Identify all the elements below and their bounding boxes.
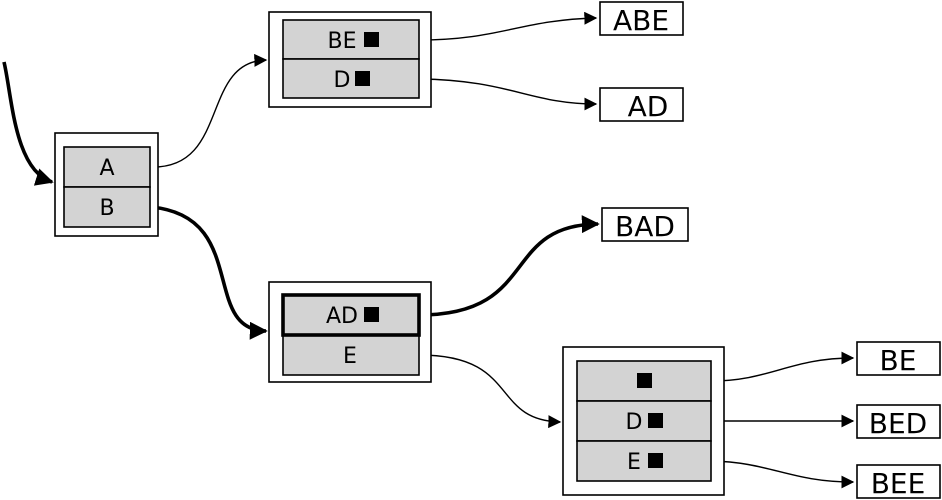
black-square-icon [364,32,379,47]
node-cell-e [282,334,420,376]
node-cell-be [282,19,420,60]
leaf-bee: BEE [856,464,941,500]
cell-label-d: D [626,410,643,435]
leaf-label-ad: AD [628,90,669,123]
black-square-icon [364,307,379,322]
black-square-icon [648,453,663,468]
edge-n1-d-to-ad [418,78,598,111]
edge-root-b-to-n2 [149,205,268,340]
trie-node-3: D E [562,346,725,496]
edge-n3-e-to-bee [710,460,855,489]
trie-node-root: A B [54,132,159,237]
node-cell-b [63,186,151,228]
leaf-label-bad: BAD [615,210,675,243]
node-cell-a [63,146,151,188]
edge-entry-to-root [2,61,54,186]
black-square-icon [355,71,370,86]
leaf-ad: AD [599,87,684,123]
black-square-icon [637,373,652,388]
cell-label-be: BE [328,29,357,54]
leaf-be: BE [856,341,941,377]
leaf-label-abe: ABE [613,4,669,37]
leaf-abe: ABE [599,1,684,37]
node-cell-e [576,440,712,482]
edge-n1-be-to-abe [418,11,598,41]
black-square-icon [648,413,663,428]
cell-label-a: A [99,156,114,181]
cell-label-e: E [343,344,357,369]
node-cell-d [282,58,420,99]
cell-label-e: E [627,450,641,475]
node-cell-d [576,400,712,442]
leaf-label-bee: BEE [871,467,926,500]
node-cell-ad-highlighted [281,293,421,337]
cell-label-d: D [334,68,351,93]
edge-n3-end-to-be [710,351,855,382]
edge-n2-ad-to-bad [418,215,600,317]
trie-node-1: BE D [268,11,432,108]
leaf-label-bed: BED [869,407,927,440]
edge-n2-e-to-n3 [418,354,562,429]
cell-label-ad: AD [326,304,358,329]
leaf-bad: BAD [601,207,689,243]
leaf-label-be: BE [880,344,917,377]
trie-node-2: AD E [268,281,432,383]
cell-label-b: B [99,196,114,221]
leaf-bed: BED [856,404,941,440]
edge-root-a-to-n1 [149,53,268,168]
